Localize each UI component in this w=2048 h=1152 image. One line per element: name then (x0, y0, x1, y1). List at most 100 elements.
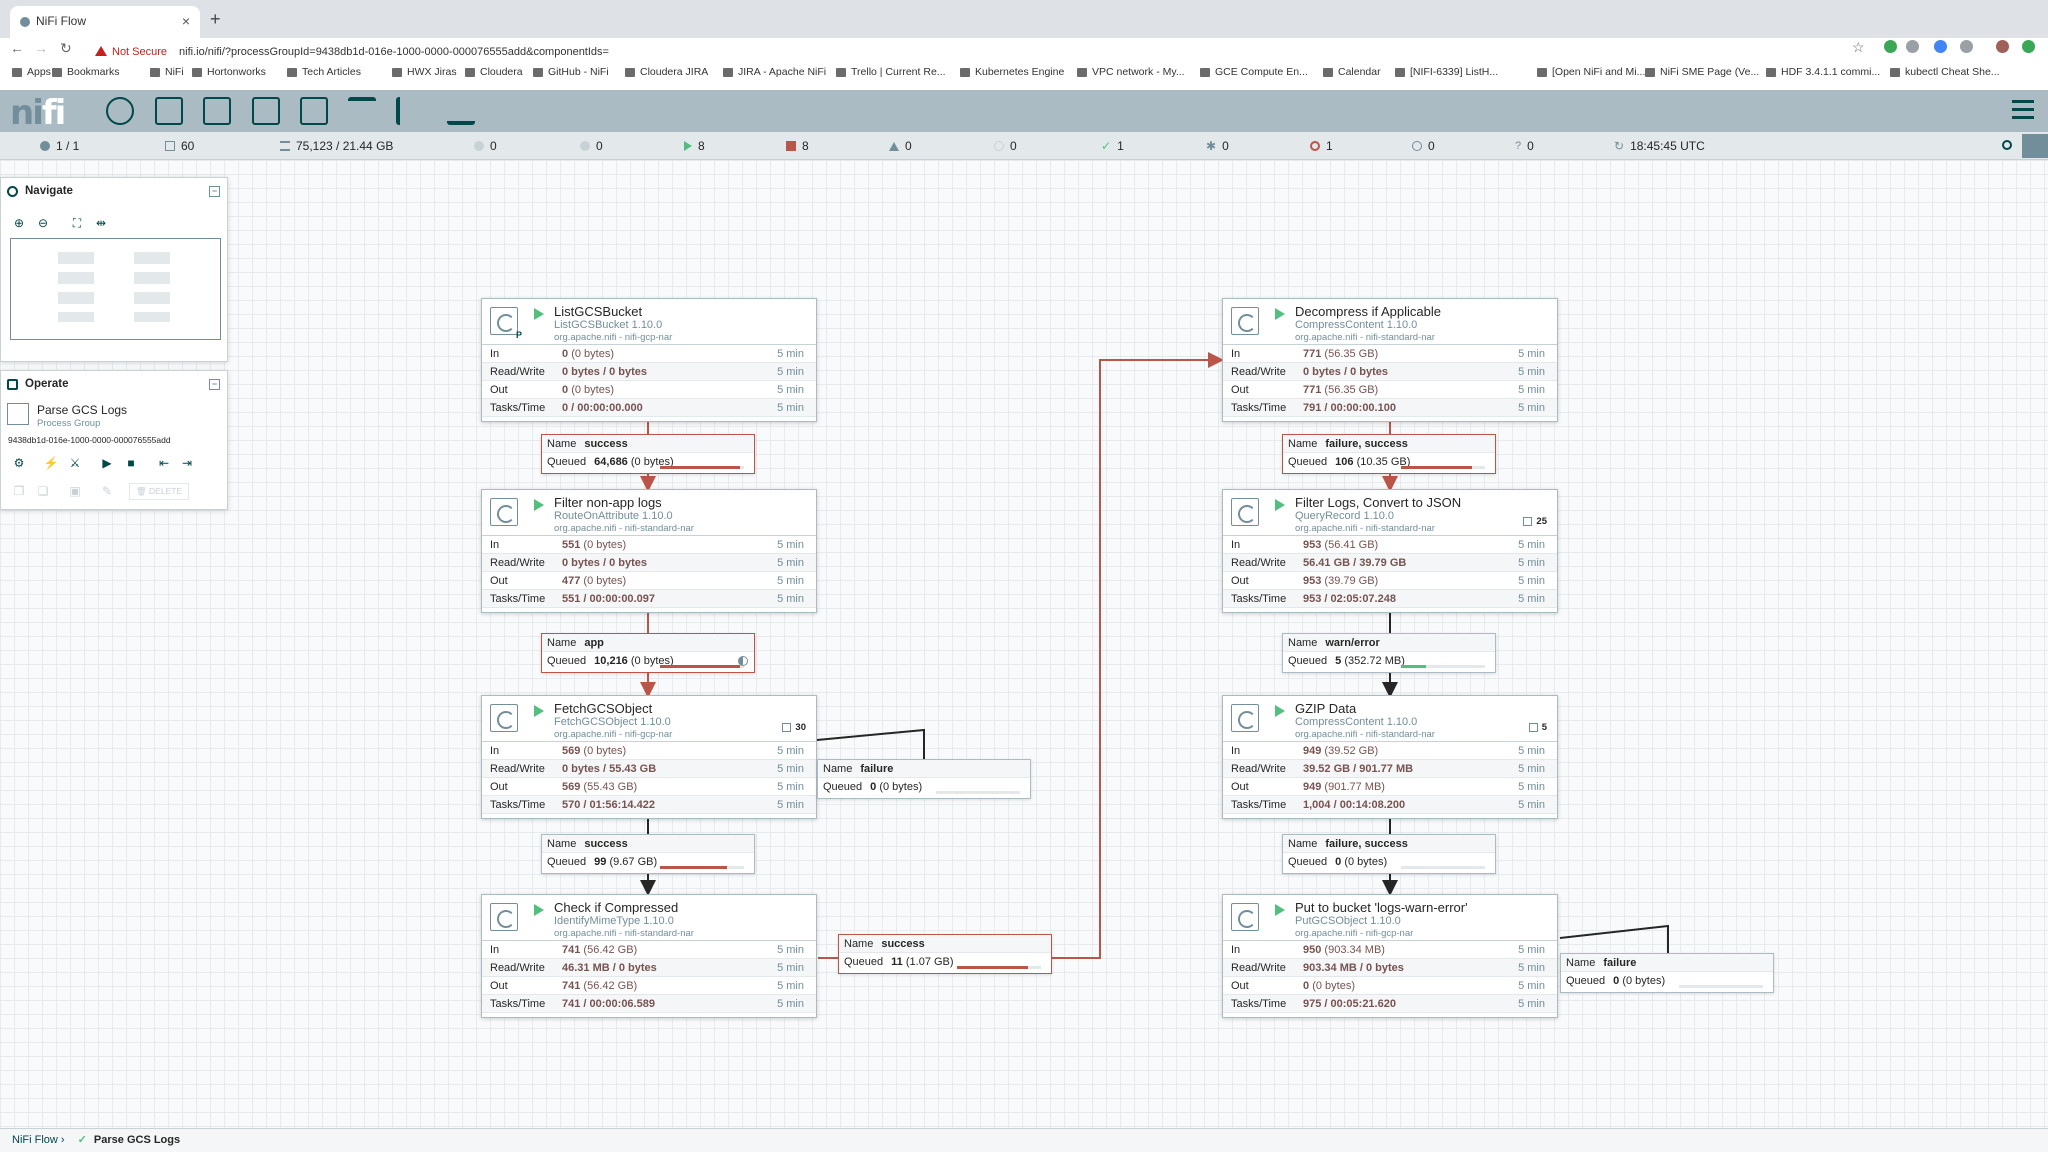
group-icon[interactable]: ▣ (69, 484, 81, 498)
bookmark-item[interactable]: Bookmarks (52, 66, 120, 78)
reload-icon[interactable]: ↻ (60, 40, 72, 56)
start-icon[interactable]: ▶ (102, 456, 112, 470)
birdseye-view[interactable] (10, 238, 221, 340)
paste-icon[interactable]: ❏ (37, 484, 49, 498)
bookmark-item[interactable]: Tech Articles (287, 66, 361, 78)
bookmark-item[interactable]: Cloudera JIRA (625, 66, 708, 78)
processor-put[interactable]: Put to bucket 'logs-warn-error'PutGCSObj… (1222, 894, 1558, 1018)
color-icon[interactable]: ✎ (101, 484, 113, 498)
zoom-in-icon[interactable]: ⊕ (13, 216, 25, 230)
collapse-icon[interactable]: − (209, 379, 220, 390)
stat-value: 949 (901.77 MB) (1303, 778, 1385, 796)
bookmark-item[interactable]: HDF 3.4.1.1 commi... (1766, 66, 1880, 78)
bookmark-star-icon[interactable]: ☆ (1852, 39, 1865, 55)
funnel-tool-icon[interactable] (348, 97, 376, 125)
fit-icon[interactable]: ⛶ (72, 216, 82, 230)
browser-tab[interactable]: NiFi Flow × (10, 6, 200, 38)
close-tab-icon[interactable]: × (181, 13, 190, 29)
process-group-tool-icon[interactable] (252, 97, 280, 125)
disabled-count: 0 (1010, 139, 1017, 153)
bookmark-label: [Open NiFi and Mi... (1552, 66, 1646, 78)
bookmark-item[interactable]: NiFi SME Page (Ve... (1645, 66, 1759, 78)
bookmark-item[interactable]: Calendar (1323, 66, 1381, 78)
bookmark-item[interactable]: Apps (12, 66, 51, 78)
remote-group-tool-icon[interactable] (300, 97, 328, 125)
processor-type: RouteOnAttribute 1.10.0 (554, 510, 673, 522)
disable-icon[interactable]: ⚔ (69, 456, 81, 470)
enable-icon[interactable]: ⚡ (43, 456, 59, 470)
breadcrumb-root[interactable]: NiFi Flow (12, 1134, 58, 1146)
connection-name-label: Name (1288, 637, 1318, 649)
extension-icon[interactable] (1884, 40, 1897, 53)
global-menu-icon[interactable] (2012, 100, 2034, 120)
profile-avatar[interactable] (1996, 40, 2009, 53)
processor-icon (490, 704, 518, 732)
extension-icon[interactable] (1960, 40, 1973, 53)
bookmark-icon (1323, 67, 1333, 77)
processor-type: CompressContent 1.10.0 (1295, 319, 1418, 331)
template-tool-icon[interactable] (396, 97, 424, 125)
input-port-tool-icon[interactable] (155, 97, 183, 125)
extension-icon[interactable] (2022, 40, 2035, 53)
bookmark-item[interactable]: Hortonworks (192, 66, 266, 78)
bookmark-item[interactable]: Trello | Current Re... (836, 66, 946, 78)
extension-icon[interactable] (1934, 40, 1947, 53)
forward-icon[interactable]: → (34, 40, 48, 56)
bookmark-item[interactable]: GitHub - NiFi (533, 66, 609, 78)
bookmark-item[interactable]: NiFi (150, 66, 184, 78)
processor-bundle: org.apache.nifi - nifi-gcp-nar (1295, 928, 1414, 939)
bookmark-item[interactable]: Cloudera (465, 66, 523, 78)
label-tool-icon[interactable] (447, 97, 475, 125)
output-port-tool-icon[interactable] (203, 97, 231, 125)
connection-name: failure (1603, 957, 1637, 969)
back-icon[interactable]: ← (10, 40, 24, 56)
stop-icon[interactable]: ■ (127, 456, 135, 470)
processor-tool-icon[interactable] (106, 97, 134, 125)
new-tab-icon[interactable]: + (210, 9, 221, 29)
collapse-icon[interactable]: − (209, 186, 220, 197)
copy-icon[interactable]: ❐ (13, 484, 25, 498)
bookmark-item[interactable]: VPC network - My... (1077, 66, 1185, 78)
upload-template-icon[interactable]: ⇥ (181, 456, 193, 470)
bookmark-item[interactable]: [Open NiFi and Mi... (1537, 66, 1645, 78)
actual-size-icon[interactable]: ⇹ (95, 216, 107, 230)
extension-icon[interactable] (1906, 40, 1919, 53)
bulletin-board-icon[interactable] (2022, 134, 2048, 158)
bookmark-item[interactable]: HWX Jiras (392, 66, 457, 78)
bookmark-label: Cloudera JIRA (640, 66, 709, 78)
bookmark-item[interactable]: JIRA - Apache NiFi (723, 66, 826, 78)
processor-name: Decompress if Applicable (1295, 304, 1441, 319)
queue-fill (660, 866, 728, 869)
refresh-icon[interactable]: ↻ (1614, 139, 1625, 153)
bookmark-item[interactable]: Kubernetes Engine (960, 66, 1064, 78)
zoom-out-icon[interactable]: ⊖ (37, 216, 49, 230)
search-icon[interactable] (2002, 140, 2012, 150)
configure-gear-icon[interactable]: ⚙ (13, 456, 25, 470)
stat-value: 741 (56.42 GB) (562, 977, 637, 995)
create-template-icon[interactable]: ⇤ (158, 456, 170, 470)
delete-button[interactable]: 🗑 DELETE (129, 483, 189, 500)
bookmark-item[interactable]: GCE Compute En... (1200, 66, 1308, 78)
bookmark-item[interactable]: kubectl Cheat She... (1890, 66, 2000, 78)
bookmark-item[interactable]: [NIFI-6339] ListH... (1395, 66, 1498, 78)
